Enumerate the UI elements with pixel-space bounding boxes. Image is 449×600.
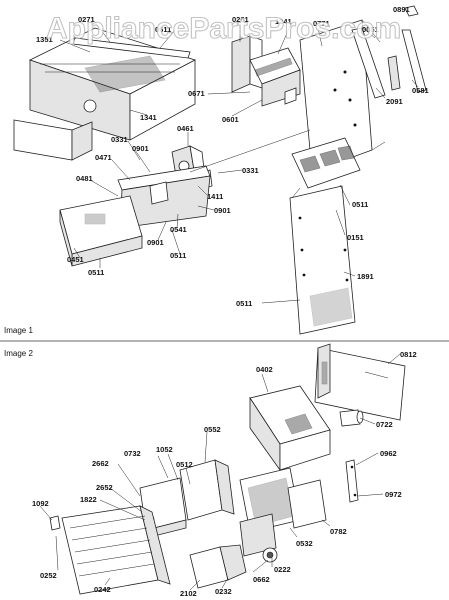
- callout-0552: 0552: [204, 425, 221, 434]
- callout-2652: 2652: [96, 483, 113, 492]
- chute-housing: [249, 385, 331, 472]
- callout-2102: 2102: [180, 589, 197, 598]
- section-label-image-1: Image 1: [4, 326, 33, 335]
- rear-liner-panel: [299, 19, 386, 173]
- actuator-paddle: [189, 544, 247, 589]
- slide-rails: [351, 27, 427, 99]
- callout-1822: 1822: [80, 495, 97, 504]
- callout-0532: 0532: [296, 539, 313, 548]
- callout-1891: 1891: [357, 272, 374, 281]
- actuator-plate: [117, 165, 211, 229]
- callout-0232: 0232: [215, 587, 232, 596]
- callout-0481: 0481: [76, 174, 93, 183]
- callout-0451: 0451: [67, 255, 84, 264]
- callout-0601: 0601: [222, 115, 239, 124]
- callout-0771: 0771: [313, 19, 330, 28]
- callout-0222: 0222: [274, 565, 291, 574]
- callout-0901-b: 0901: [214, 206, 231, 215]
- callout-0901-a: 0901: [132, 144, 149, 153]
- bezel-clip: [49, 515, 61, 531]
- leader-lines-image1: [59, 21, 419, 304]
- callout-0722: 0722: [376, 420, 393, 429]
- callout-0962: 0962: [380, 449, 397, 458]
- callout-0671: 0671: [188, 89, 205, 98]
- auger-shaft: [72, 37, 191, 59]
- callout-0732: 0732: [124, 449, 141, 458]
- callout-0541: 0541: [170, 225, 187, 234]
- dispenser-switch: [239, 513, 278, 563]
- callout-0511-c: 0511: [88, 268, 104, 277]
- callouts-image2: 0812 0402 0722 0962 0972 0732 1052 0512 …: [32, 350, 417, 598]
- callout-0331-b: 0331: [242, 166, 259, 175]
- display-frame: [239, 467, 327, 533]
- leader-lines-image2: [39, 353, 401, 591]
- section-label-image-2: Image 2: [4, 349, 33, 358]
- callout-1092: 1092: [32, 499, 49, 508]
- callout-0242: 0242: [94, 585, 111, 594]
- callout-0901-c: 0901: [147, 238, 164, 247]
- hinge-pin: [339, 409, 364, 427]
- dispenser-housing: [59, 195, 143, 267]
- callout-0611: 0611: [155, 25, 171, 34]
- callout-1341: 1341: [140, 113, 157, 122]
- lever-bracket: [179, 459, 235, 521]
- callout-0331-a: 0331: [111, 135, 128, 144]
- callout-0812: 0812: [400, 350, 417, 359]
- callout-0972: 0972: [385, 490, 402, 499]
- mounting-strip: [345, 459, 359, 503]
- callout-0511-d: 0511: [236, 299, 252, 308]
- callout-0461: 0461: [177, 124, 194, 133]
- dispenser-mount-bracket: [314, 343, 406, 421]
- callout-1351: 1351: [36, 35, 53, 44]
- callout-0261: 0261: [232, 15, 249, 24]
- callout-0151: 0151: [347, 233, 364, 242]
- callout-2091: 2091: [386, 97, 403, 106]
- callouts-image1: 0891 1351 0271 0611 0261 1241 0771 0051 …: [36, 5, 429, 308]
- callout-0662: 0662: [253, 575, 270, 584]
- callout-0581: 0581: [412, 86, 429, 95]
- callout-0511-a: 0511: [352, 200, 368, 209]
- callout-0891: 0891: [393, 5, 410, 14]
- ice-maker: [249, 47, 301, 107]
- callout-1411: 1411: [207, 192, 223, 201]
- back-panel: [289, 185, 356, 335]
- callout-0271: 0271: [78, 15, 95, 24]
- upper-shroud: [291, 137, 361, 189]
- callout-0471: 0471: [95, 153, 112, 162]
- callout-0512: 0512: [176, 460, 193, 469]
- callout-0051: 0051: [362, 25, 379, 34]
- callout-1052: 1052: [156, 445, 173, 454]
- callout-0402: 0402: [256, 365, 273, 374]
- callout-0511-b: 0511: [170, 251, 186, 260]
- front-bezel: [61, 505, 171, 595]
- clip-part: [404, 5, 419, 17]
- callout-1241: 1241: [275, 17, 292, 26]
- callout-2662: 2662: [92, 459, 109, 468]
- callout-0252: 0252: [40, 571, 57, 580]
- watermark: AppliancePartsPros.com: [46, 12, 401, 45]
- callout-0782: 0782: [330, 527, 347, 536]
